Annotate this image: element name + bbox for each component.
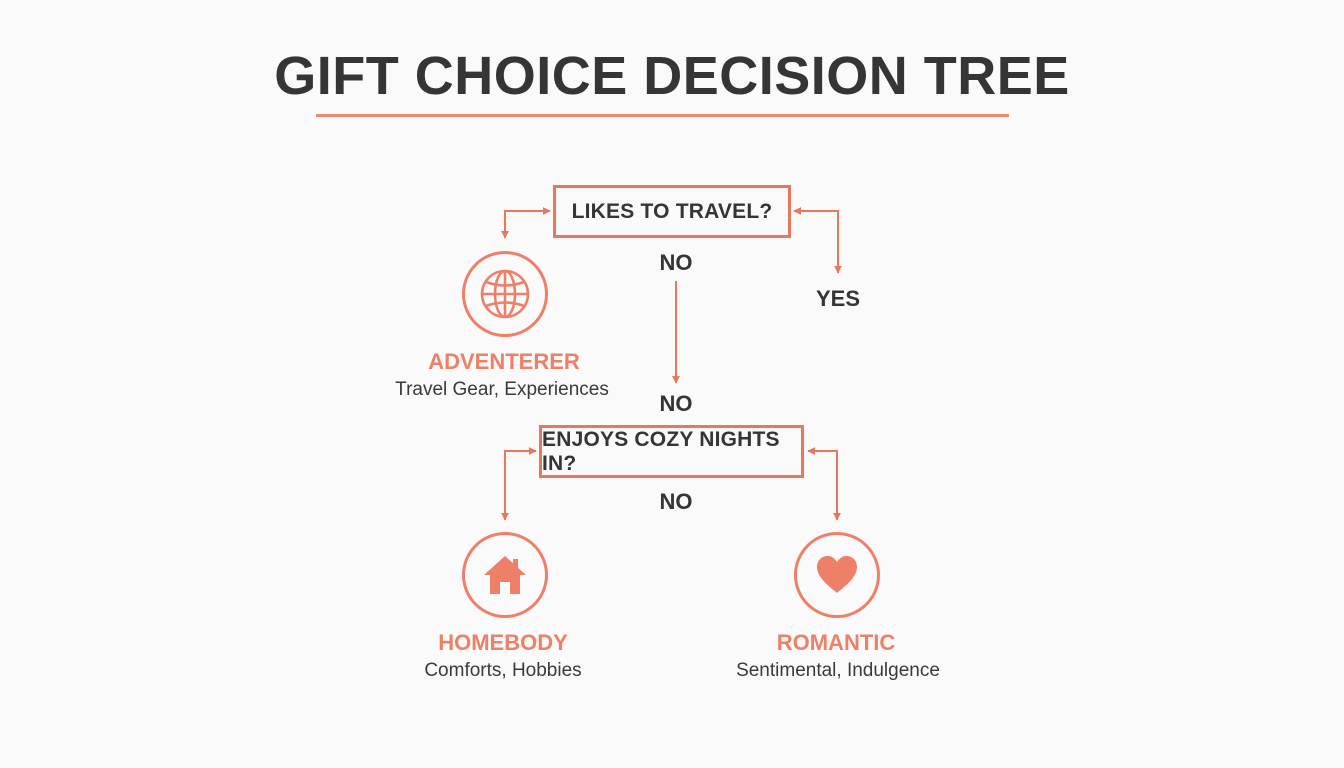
title-underline — [316, 114, 1009, 117]
arrow-q2-to-romantic — [807, 447, 841, 521]
heart-icon — [794, 532, 880, 618]
house-icon — [462, 532, 548, 618]
outcome-description-romantic: Sentimental, Indulgence — [736, 660, 940, 681]
arrow-q2-to-homebody — [501, 447, 537, 521]
outcome-name-homebody: HOMEBODY — [438, 630, 568, 655]
branch-label-no: NO — [659, 250, 693, 275]
outcome-description-adventurer: Travel Gear, Experiences — [395, 379, 609, 400]
arrow-q1-to-yes — [793, 207, 842, 274]
question-text: ENJOYS COZY NIGHTS IN? — [542, 427, 780, 475]
question-box-travel: LIKES TO TRAVEL? — [553, 185, 791, 238]
page-title: GIFT CHOICE DECISION TREE — [274, 46, 1070, 106]
outcome-description-homebody: Comforts, Hobbies — [424, 660, 582, 681]
branch-label-no: NO — [659, 489, 693, 514]
arrow-q1-to-adventurer — [501, 207, 551, 239]
branch-label-yes: YES — [815, 286, 861, 311]
outcome-name-adventurer: ADVENTERER — [428, 349, 580, 374]
globe-icon — [462, 251, 548, 337]
branch-label-no: NO — [659, 391, 693, 416]
question-text: LIKES TO TRAVEL? — [571, 199, 773, 223]
outcome-name-romantic: ROMANTIC — [776, 630, 896, 655]
question-box-cozy: ENJOYS COZY NIGHTS IN? — [539, 425, 804, 478]
